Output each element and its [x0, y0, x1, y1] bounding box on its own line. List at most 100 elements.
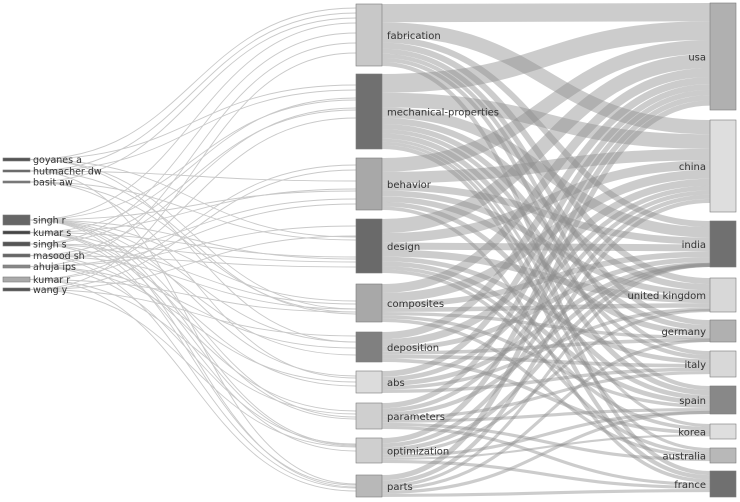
ribbon-mechanical-properties-to-spain — [381, 133, 711, 396]
ribbon-composites-to-united-kingdom — [381, 303, 711, 312]
link-wang-y-to-design — [29, 235, 357, 290]
link-singh-s-to-design — [29, 243, 357, 263]
ribbon-fabrication-to-united-kingdom — [381, 42, 711, 285]
link-hutmacher-dw-to-fabrication — [29, 12, 357, 172]
keyword-node-design — [355, 218, 383, 274]
author-label-kumar-s: kumar s — [33, 228, 71, 239]
ribbon-fabrication-to-usa — [381, 2, 711, 23]
link-singh-r-to-behavior — [29, 190, 357, 221]
country-node-india — [709, 220, 737, 268]
country-node-korea — [709, 423, 737, 440]
ribbon-abs-to-india — [381, 261, 711, 387]
ribbon-mechanical-properties-to-usa — [381, 21, 711, 93]
keyword-node-mechanical-properties — [355, 73, 383, 150]
ribbon-fabrication-to-france — [381, 61, 711, 476]
author-label-masood-sh: masood sh — [33, 251, 85, 262]
author-label-kumar-r: kumar r — [33, 275, 70, 286]
keyword-node-optimization — [355, 437, 383, 464]
keyword-label-composites: composites — [387, 299, 444, 310]
ribbon-behavior-to-france — [381, 206, 711, 483]
ribbon-behavior-to-usa — [381, 40, 711, 172]
ribbon-abs-to-usa — [381, 84, 711, 377]
link-singh-s-to-fabrication — [29, 32, 357, 245]
link-kumar-r-to-behavior — [29, 164, 357, 280]
link-singh-r-to-design — [29, 219, 357, 260]
keyword-node-deposition — [355, 331, 383, 363]
country-node-usa — [709, 2, 737, 111]
link-kumar-r-to-parts — [29, 279, 357, 492]
ribbon-design-to-usa — [381, 53, 711, 234]
link-masood-sh-to-parts — [29, 255, 357, 489]
ribbon-deposition-to-usa — [381, 76, 711, 340]
ribbon-composites-to-germany — [381, 311, 711, 340]
link-basit-aw-to-composites — [29, 181, 357, 313]
ribbon-parameters-to-spain — [381, 407, 711, 423]
author-node-singh-r — [2, 214, 31, 226]
keyword-label-deposition: deposition — [387, 343, 439, 354]
ribbon-composites-to-china — [381, 169, 711, 302]
ribbon-deposition-to-germany — [381, 338, 711, 355]
ribbon-mechanical-properties-to-italy — [381, 129, 711, 360]
author-node-basit-aw — [2, 180, 31, 184]
country-label-germany: germany — [661, 327, 706, 338]
ribbon-deposition-to-china — [381, 178, 711, 347]
author-label-basit-aw: basit aw — [33, 178, 73, 189]
link-goyanes-a-to-deposition — [29, 159, 357, 343]
link-hutmacher-dw-to-parts — [29, 170, 357, 485]
link-singh-s-to-composites — [29, 243, 357, 305]
ribbon-optimization-to-france — [381, 459, 711, 489]
author-node-masood-sh — [2, 253, 31, 258]
link-singh-r-to-optimization — [29, 219, 357, 446]
link-wang-y-to-fabrication — [29, 52, 357, 290]
ribbon-optimization-to-united-kingdom — [381, 308, 711, 455]
link-masood-sh-to-composites — [29, 255, 357, 310]
ribbon-design-to-australia — [381, 269, 711, 455]
ribbon-fabrication-to-germany — [381, 48, 711, 326]
author-node-wang-y — [2, 287, 31, 292]
ribbon-fabrication-to-india — [381, 36, 711, 228]
link-kumar-s-to-parameters — [29, 232, 357, 420]
author-label-ahuja-ips: ahuja ips — [33, 262, 76, 273]
country-label-france: france — [674, 480, 706, 491]
keyword-node-abs — [355, 370, 383, 394]
ribbon-parts-to-china — [381, 198, 711, 485]
keyword-node-composites — [355, 283, 383, 323]
link-goyanes-a-to-fabrication — [29, 7, 357, 160]
author-node-ahuja-ips — [2, 264, 31, 269]
link-kumar-r-to-mechanical-properties — [29, 117, 357, 280]
link-hutmacher-dw-to-behavior — [29, 170, 357, 182]
country-node-germany — [709, 319, 737, 343]
country-node-china — [709, 119, 737, 213]
ribbon-parts-to-usa — [381, 100, 711, 481]
ribbon-parts-to-india — [381, 263, 711, 488]
country-label-usa: usa — [688, 53, 706, 64]
link-kumar-s-to-behavior — [29, 188, 357, 233]
link-ahuja-ips-to-fabrication — [29, 42, 357, 267]
ribbon-optimization-to-india — [381, 262, 711, 452]
author-label-goyanes-a: goyanes a — [33, 155, 82, 166]
ribbon-behavior-to-germany — [381, 196, 711, 336]
link-singh-r-to-abs — [29, 219, 357, 377]
link-hutmacher-dw-to-mechanical-properties — [29, 89, 357, 172]
country-label-italy: italy — [684, 360, 706, 371]
country-label-china: china — [679, 162, 706, 173]
ribbon-fabrication-to-spain — [381, 57, 711, 391]
author-node-hutmacher-dw — [2, 169, 31, 173]
ribbon-composites-to-australia — [381, 318, 711, 458]
ribbon-parts-to-spain — [381, 410, 711, 494]
ribbon-mechanical-properties-to-france — [381, 144, 711, 480]
author-label-singh-r: singh r — [33, 216, 66, 227]
author-label-wang-y: wang y — [33, 285, 68, 296]
keyword-label-mechanical-properties: mechanical-properties — [387, 108, 499, 119]
keyword-label-optimization: optimization — [387, 447, 449, 458]
country-node-spain — [709, 385, 737, 415]
ribbon-optimization-to-korea — [381, 434, 711, 460]
country-node-italy — [709, 350, 737, 378]
link-ahuja-ips-to-deposition — [29, 266, 357, 349]
ribbon-deposition-to-korea — [381, 358, 711, 435]
ribbon-mechanical-properties-to-australia — [381, 141, 711, 452]
ribbon-parameters-to-china — [381, 190, 711, 413]
ribbon-optimization-to-china — [381, 194, 711, 448]
ribbon-abs-to-italy — [381, 367, 711, 393]
